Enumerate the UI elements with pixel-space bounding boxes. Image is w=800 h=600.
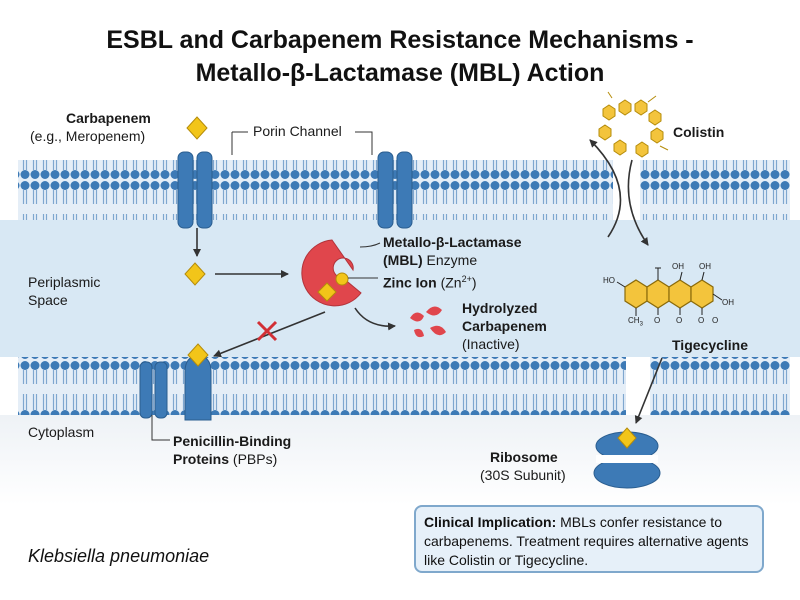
- organism-label: Klebsiella pneumoniae: [28, 546, 210, 566]
- tige-o1: O: [654, 316, 661, 325]
- mbl-label-1: Metallo-β-Lactamase: [383, 234, 522, 250]
- clinical-implication-box: Clinical Implication: MBLs confer resist…: [414, 505, 764, 573]
- mbl-enzyme: [301, 239, 362, 307]
- cytoplasm-region: [0, 415, 800, 505]
- hydrolyzed-label-1: Hydrolyzed: [462, 300, 538, 316]
- clinical-text: MBLs confer resistance to carbapenems. T…: [424, 514, 749, 568]
- tige-oh-right: OH: [722, 298, 734, 307]
- title-line-1: ESBL and Carbapenem Resistance Mechanism…: [106, 26, 694, 54]
- carbapenem-bound: [317, 282, 337, 302]
- tige-oh-top1: OH: [672, 262, 684, 271]
- tigecycline-bound: [617, 427, 637, 449]
- tige-ch3: CH3: [628, 316, 643, 328]
- zinc-ion: [335, 272, 349, 286]
- pbp-label-1: Penicillin-Binding: [173, 433, 292, 449]
- pbp-label-2: Proteins (PBPs): [173, 451, 278, 467]
- outer-membrane: [18, 160, 790, 220]
- hydrolyzed-fragments: [410, 306, 446, 338]
- tigecycline-label: Tigecycline: [672, 337, 749, 353]
- periplasmic-label-1: Periplasmic: [28, 274, 101, 290]
- porin-channel-left: [177, 151, 213, 229]
- mbl-label-2: (MBL) Enzyme: [383, 252, 478, 268]
- carbapenem-example: (e.g., Meropenem): [30, 128, 146, 144]
- cytoplasm-label: Cytoplasm: [28, 424, 95, 440]
- carbapenem-molecule: [186, 116, 208, 140]
- tigecycline-arrow: [634, 357, 663, 424]
- hydrolyzed-label-3: (Inactive): [462, 336, 520, 352]
- ribosome-subunit-label: (30S Subunit): [480, 467, 566, 483]
- tige-oh-top2: OH: [699, 262, 711, 271]
- clinical-heading: Clinical Implication:: [424, 514, 557, 530]
- colistin-molecule: [598, 99, 664, 158]
- tige-o4: O: [712, 316, 719, 325]
- zinc-ion-label: Zinc Ion (Zn2+): [383, 274, 477, 291]
- tige-o3: O: [698, 316, 705, 325]
- periplasmic-label-2: Space: [28, 292, 68, 308]
- carbapenem-label: Carbapenem: [66, 110, 151, 126]
- ribosome-30s: [593, 427, 661, 489]
- colistin-arrow-up: [589, 139, 622, 238]
- tige-o2: O: [676, 316, 683, 325]
- page-title: ESBL and Carbapenem Resistance Mechanism…: [0, 24, 800, 90]
- inhibition-x: [256, 320, 278, 342]
- tige-ho-left: HO: [603, 276, 615, 285]
- carbapenem-pbp-site: [187, 343, 209, 367]
- ribosome-label: Ribosome: [490, 449, 558, 465]
- porin-channel-right: [377, 151, 413, 229]
- colistin-arrow-down: [627, 159, 649, 246]
- porin-channel-label: Porin Channel: [253, 123, 342, 139]
- pbp-protein-left: [139, 361, 168, 419]
- hydrolyzed-label-2: Carbapenem: [462, 318, 547, 334]
- colistin-label: Colistin: [673, 124, 725, 140]
- inner-membrane: [18, 357, 790, 415]
- title-line-2: Metallo-β-Lactamase (MBL) Action: [195, 59, 605, 87]
- carbapenem-periplasm: [184, 262, 206, 286]
